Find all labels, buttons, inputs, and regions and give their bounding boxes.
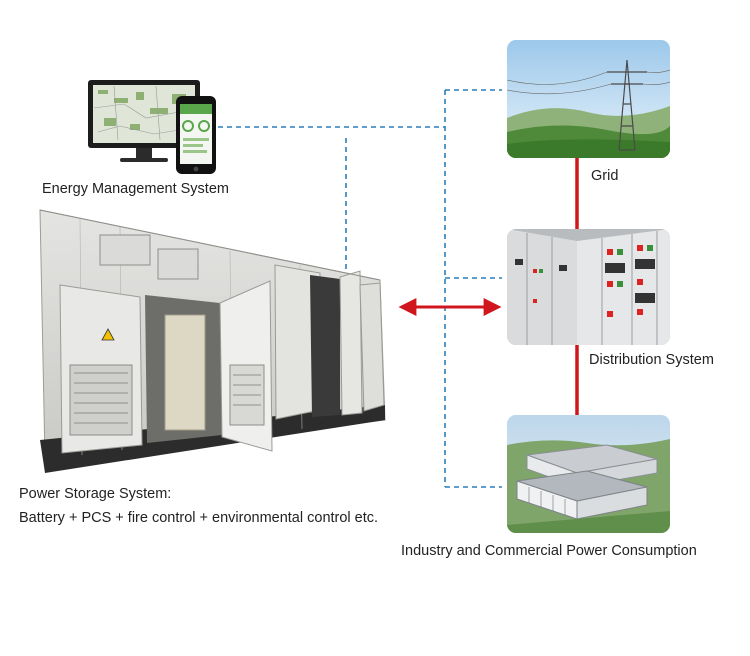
industry-image bbox=[507, 415, 670, 533]
storage-label-title: Power Storage System: bbox=[19, 486, 172, 502]
ems-devices-icon bbox=[88, 80, 216, 174]
distribution-label: Distribution System bbox=[589, 352, 714, 368]
ems-label: Energy Management System bbox=[42, 181, 229, 197]
grid-image bbox=[507, 40, 670, 158]
storage-label-components: Battery + PCS + fire control + environme… bbox=[19, 510, 379, 526]
distribution-image bbox=[507, 229, 670, 345]
power-lines bbox=[398, 158, 579, 415]
grid-label: Grid bbox=[591, 168, 619, 184]
industry-label: Industry and Commercial Power Consumptio… bbox=[401, 543, 697, 559]
storage-container-image bbox=[39, 209, 386, 473]
dashed-communication-lines bbox=[218, 89, 502, 488]
